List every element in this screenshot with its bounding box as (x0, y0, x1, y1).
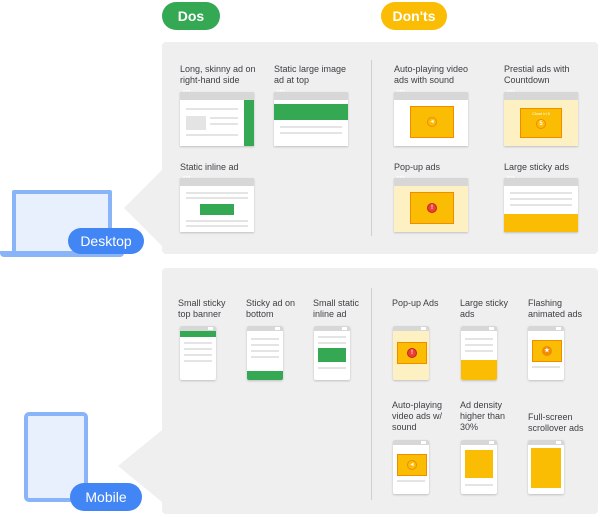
mobile-do-label-1: Small sticky top banner (178, 298, 226, 319)
mobile-dont-label-1: Pop-up Ads (392, 298, 439, 308)
mobile-dont-thumb-video-sound: ◂ (393, 440, 429, 494)
desktop-do-thumb-skinny-right (180, 89, 254, 146)
desktop-dont-thumb-large-sticky (504, 175, 578, 232)
mobile-dont-thumb-flashing: ★ (528, 326, 564, 380)
inline-ad-block (200, 204, 234, 215)
mobile-divider (371, 288, 372, 500)
donts-header-pill: Don'ts (381, 2, 447, 30)
desktop-do-label-1: Long, skinny ad on right-hand side (180, 64, 256, 85)
mobile-do-label-2: Sticky ad on bottom (246, 298, 296, 319)
desktop-dont-label-4: Large sticky ads (504, 162, 570, 172)
mobile-dont-thumb-fullscreen-scrollover (528, 440, 564, 494)
mobile-do-thumb-inline (314, 326, 350, 380)
star-icon: ★ (542, 346, 552, 356)
mobile-do-thumb-bottom-sticky (247, 326, 283, 380)
warning-icon: ! (427, 203, 437, 213)
mobile-dont-label-3: Flashing animated ads (528, 298, 583, 319)
desktop-badge: Desktop (68, 228, 144, 254)
bottom-sticky-ad-block (247, 371, 283, 380)
mobile-dont-label-5: Ad density higher than 30% (460, 400, 506, 432)
mobile-popup-ad-block: ! (397, 342, 427, 364)
mobile-dont-thumb-large-sticky (461, 326, 497, 380)
ad-density-block (465, 450, 493, 478)
desktop-dont-label-1: Auto-playing video ads with sound (394, 64, 469, 85)
dos-header-pill: Dos (162, 2, 220, 30)
desktop-dont-thumb-video-sound: ◂ (394, 89, 468, 146)
mobile-dont-label-2: Large sticky ads (460, 298, 509, 319)
fullscreen-ad-block (531, 448, 561, 488)
laptop-base-icon (0, 251, 124, 257)
mobile-large-sticky-ad-block (461, 360, 497, 380)
mobile-dont-thumb-popup: ! (393, 326, 429, 380)
desktop-do-thumb-inline (180, 175, 254, 232)
mobile-video-ad-block: ◂ (397, 454, 427, 476)
mobile-do-label-3: Small static inline ad (313, 298, 360, 319)
mobile-dont-label-4: Auto-playing video ads w/ sound (392, 400, 443, 432)
desktop-dont-thumb-prestitial: Close in 5 5 (504, 89, 578, 146)
desktop-do-label-3: Static inline ad (180, 162, 239, 172)
speaker-icon: ◂ (407, 460, 417, 470)
mobile-dont-thumb-ad-density (461, 440, 497, 494)
flashing-ad-block: ★ (532, 340, 562, 362)
large-sticky-ad-block (504, 214, 578, 232)
desktop-dont-label-3: Pop-up ads (394, 162, 441, 172)
desktop-do-label-2: Static large image ad at top (274, 64, 347, 85)
skinny-ad-block (244, 100, 254, 146)
top-banner-ad-block (180, 331, 216, 337)
mobile-panel: Small sticky top banner Sticky ad on bot… (162, 268, 598, 514)
mobile-do-thumb-top-banner (180, 326, 216, 380)
warning-icon: ! (407, 348, 417, 358)
popup-ad-block: ! (410, 192, 454, 224)
top-image-ad-block (274, 104, 348, 120)
countdown-text: Close in 5 (532, 111, 550, 116)
small-inline-ad-block (318, 348, 346, 362)
speaker-icon: ◂ (427, 117, 437, 127)
mobile-dont-label-6: Full-screen scrollover ads (528, 412, 584, 433)
video-ad-block: ◂ (410, 106, 454, 138)
countdown-icon: 5 (536, 119, 546, 129)
desktop-do-thumb-top-image (274, 89, 348, 146)
mobile-badge: Mobile (70, 483, 142, 511)
prestitial-ad-block: Close in 5 5 (520, 108, 562, 138)
desktop-divider (371, 60, 372, 236)
desktop-dont-thumb-popup: ! (394, 175, 468, 232)
desktop-panel: Long, skinny ad on right-hand side Stati… (162, 42, 598, 254)
desktop-dont-label-2: Prestial ads with Countdown (504, 64, 570, 85)
